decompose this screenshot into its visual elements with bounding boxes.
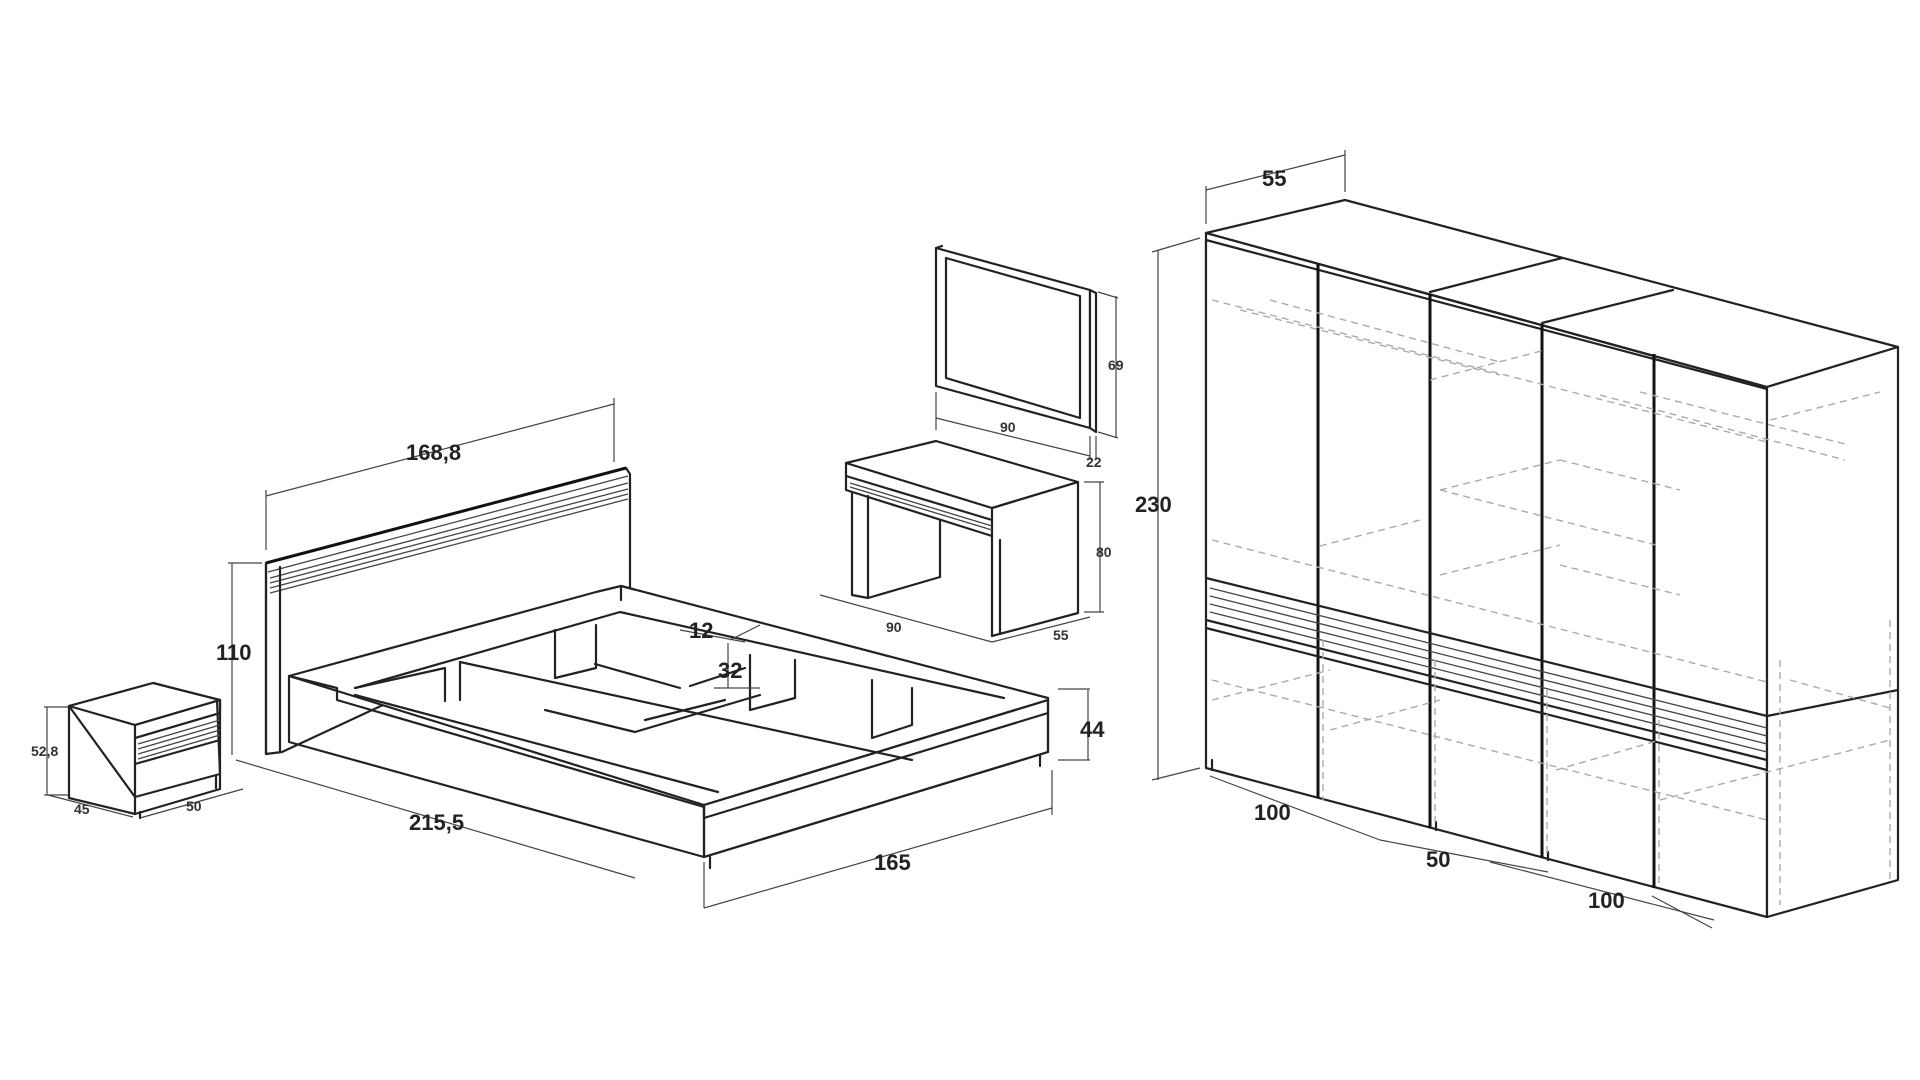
bed-headboard-width-label: 168,8 bbox=[406, 440, 461, 465]
mirror-drawing bbox=[934, 244, 1119, 460]
bed-drawing bbox=[228, 398, 1090, 909]
bed-frame-height-label: 44 bbox=[1080, 717, 1105, 742]
wardrobe-module-left-label: 100 bbox=[1254, 800, 1291, 825]
wardrobe-height-label: 230 bbox=[1135, 492, 1172, 517]
nightstand-width-label: 50 bbox=[186, 798, 202, 814]
desk-height-label: 80 bbox=[1096, 544, 1112, 560]
bed-headboard-height-label: 110 bbox=[216, 640, 252, 665]
wardrobe-module-right-label: 100 bbox=[1588, 888, 1625, 913]
mirror-width-label: 90 bbox=[1000, 419, 1016, 435]
nightstand-height-label: 52,8 bbox=[31, 743, 58, 759]
desk-drawing bbox=[819, 439, 1104, 643]
desk-width-label: 90 bbox=[886, 619, 902, 635]
wardrobe-drawing bbox=[1151, 150, 1900, 929]
nightstand-depth-label: 45 bbox=[74, 801, 90, 817]
wardrobe-depth-label: 55 bbox=[1262, 166, 1286, 191]
mirror-height-label: 69 bbox=[1108, 357, 1124, 373]
mirror-depth-label: 22 bbox=[1086, 454, 1102, 470]
bed-width-label: 165 bbox=[874, 850, 911, 875]
bed-dim-32-label: 32 bbox=[718, 658, 742, 683]
nightstand-drawing bbox=[44, 681, 244, 820]
bed-length-label: 215,5 bbox=[409, 810, 464, 835]
bed-dim-12-label: 12 bbox=[689, 618, 713, 643]
desk-depth-label: 55 bbox=[1053, 627, 1069, 643]
wardrobe-module-mid-label: 50 bbox=[1426, 847, 1450, 872]
